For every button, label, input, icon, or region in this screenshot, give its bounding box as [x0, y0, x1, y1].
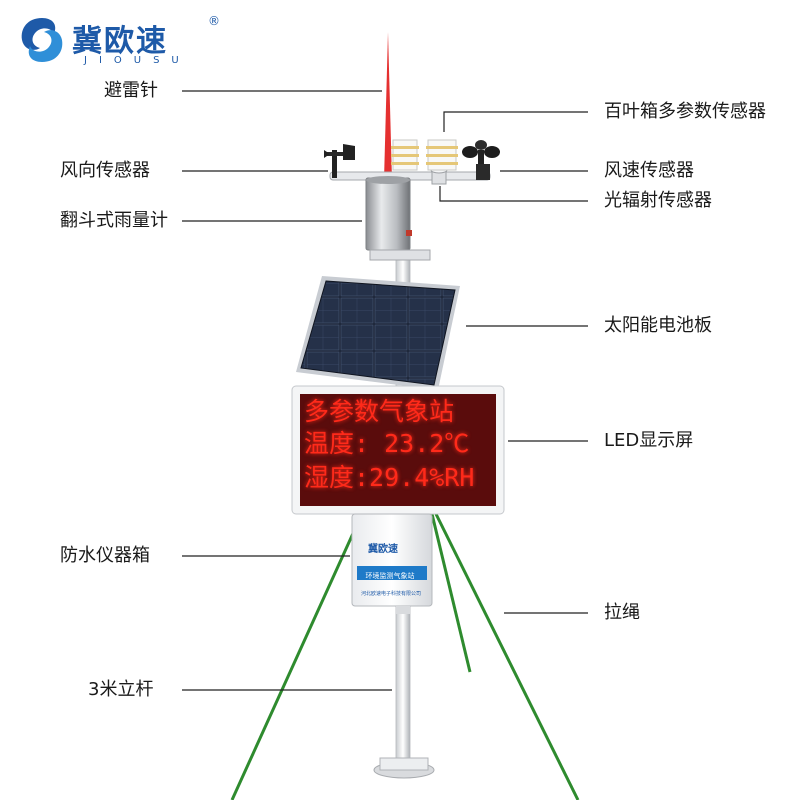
instrument-box [351, 513, 433, 614]
brand-name-en: JIOUSU [84, 55, 191, 66]
louver-box-right [426, 139, 458, 171]
led-line-temperature: 温度: 23.2℃ [304, 429, 470, 458]
led-line-humidity: 湿度:29.4%RH [304, 463, 475, 492]
label-wind-speed: 风速传感器 [604, 160, 694, 181]
rain-gauge [365, 176, 431, 261]
registered-mark: ® [208, 14, 220, 28]
label-lightning-rod: 避雷针 [104, 80, 158, 101]
leader-lines [182, 90, 588, 691]
led-line-title: 多参数气象站 [304, 397, 455, 426]
label-guy-wire: 拉绳 [604, 602, 640, 623]
label-radiation: 光辐射传感器 [604, 190, 712, 211]
label-solar-panel: 太阳能电池板 [604, 315, 712, 336]
box-company: 河北欧速电子科技有限公司 [360, 591, 421, 597]
wind-vane [324, 144, 355, 178]
box-brand: 冀欧速 [368, 544, 398, 555]
label-wind-direction: 风向传感器 [60, 160, 150, 181]
base-flange [379, 757, 429, 771]
anemometer [462, 140, 500, 180]
led-screen-frame [291, 385, 505, 515]
label-waterproof-box: 防水仪器箱 [60, 545, 150, 566]
louver-box-left [391, 139, 419, 171]
label-rain-gauge: 翻斗式雨量计 [60, 210, 168, 231]
solar-panel [296, 276, 460, 390]
guy-wires [230, 513, 580, 800]
brand-name: 冀欧速 [72, 24, 168, 59]
lightning-rod [384, 32, 392, 186]
logo-icon [21, 18, 63, 62]
brand-logo: 冀欧速 ® JIOUSU [14, 12, 224, 72]
label-louver-box: 百叶箱多参数传感器 [604, 101, 766, 122]
label-led-screen: LED显示屏 [604, 430, 694, 451]
label-pole: 3米立杆 [88, 679, 154, 700]
box-title: 环境监测气象站 [365, 572, 415, 580]
